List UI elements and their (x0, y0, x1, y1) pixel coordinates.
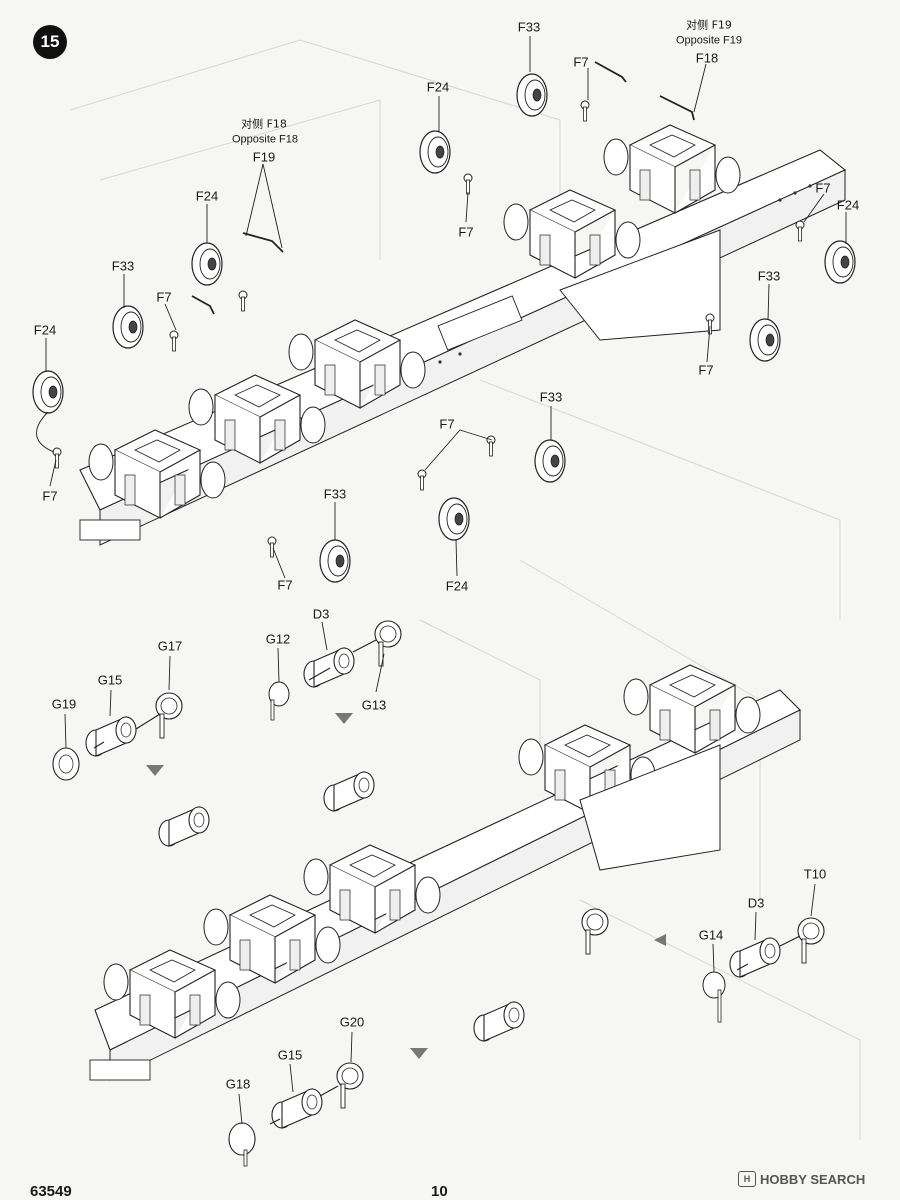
part-label-f33-center: F33 (539, 389, 563, 405)
part-label-f7-top: F7 (573, 54, 589, 70)
part-label-f24-left-upper: F24 (195, 188, 219, 204)
part-label-f7-right-lower: F7 (698, 362, 714, 378)
watermark-text: HOBBY SEARCH (760, 1171, 866, 1187)
part-label-f24-far-left: F24 (33, 322, 57, 338)
step-number-badge: 15 (33, 25, 67, 59)
part-label-g12: G12 (265, 631, 291, 647)
part-label-f33-lower: F33 (323, 486, 347, 502)
part-label-f33-left: F33 (111, 258, 135, 274)
part-label-f19-chinese-top: 对侧 F19 (686, 18, 732, 32)
part-label-g18: G18 (225, 1076, 251, 1092)
part-label-g13: G13 (361, 697, 387, 713)
part-label-f33-right: F33 (757, 268, 781, 284)
part-label-opposite-f18-left: Opposite F18 (231, 133, 299, 146)
kit-code: 63549 (30, 1183, 72, 1200)
part-label-f24-right: F24 (836, 197, 860, 213)
part-label-g15-top: G15 (97, 672, 123, 688)
watermark: H HOBBY SEARCH (738, 1171, 865, 1187)
leader-lines-lower (64, 621, 816, 1125)
part-label-f7-lower: F7 (277, 577, 293, 593)
motor-parts-left (52, 620, 402, 781)
part-label-opposite-f19-top: Opposite F19 (675, 34, 743, 47)
part-label-g17: G17 (157, 638, 183, 654)
part-label-g14: G14 (698, 927, 724, 943)
part-label-f7-center: F7 (439, 416, 455, 432)
part-label-f19-left: F19 (252, 149, 276, 165)
part-label-f7-far-left: F7 (42, 488, 58, 504)
part-label-d3-right: D3 (747, 895, 765, 911)
upper-chassis-assembly (79, 124, 847, 546)
assembly-arrows (93, 639, 801, 1125)
watermark-logo-icon: H (738, 1171, 756, 1187)
lower-chassis-assembly (89, 664, 801, 1081)
part-label-f24-lower: F24 (445, 578, 469, 594)
part-label-g19: G19 (51, 696, 77, 712)
part-label-f33-top: F33 (517, 19, 541, 35)
part-label-g15-bottom: G15 (277, 1047, 303, 1063)
page-number: 10 (431, 1183, 448, 1200)
part-label-t10: T10 (803, 866, 827, 882)
part-label-d3-top: D3 (312, 606, 330, 622)
part-label-f7-left: F7 (156, 289, 172, 305)
part-label-f24-top: F24 (426, 79, 450, 95)
part-label-f18-chinese-left: 对侧 F18 (241, 117, 287, 131)
part-label-f7-mid-top: F7 (458, 224, 474, 240)
part-label-g20: G20 (339, 1014, 365, 1030)
part-label-f7-right: F7 (815, 180, 831, 196)
part-label-f18-top: F18 (695, 50, 719, 66)
link-rods-upper (191, 61, 695, 315)
leader-lines-upper (36, 36, 847, 579)
